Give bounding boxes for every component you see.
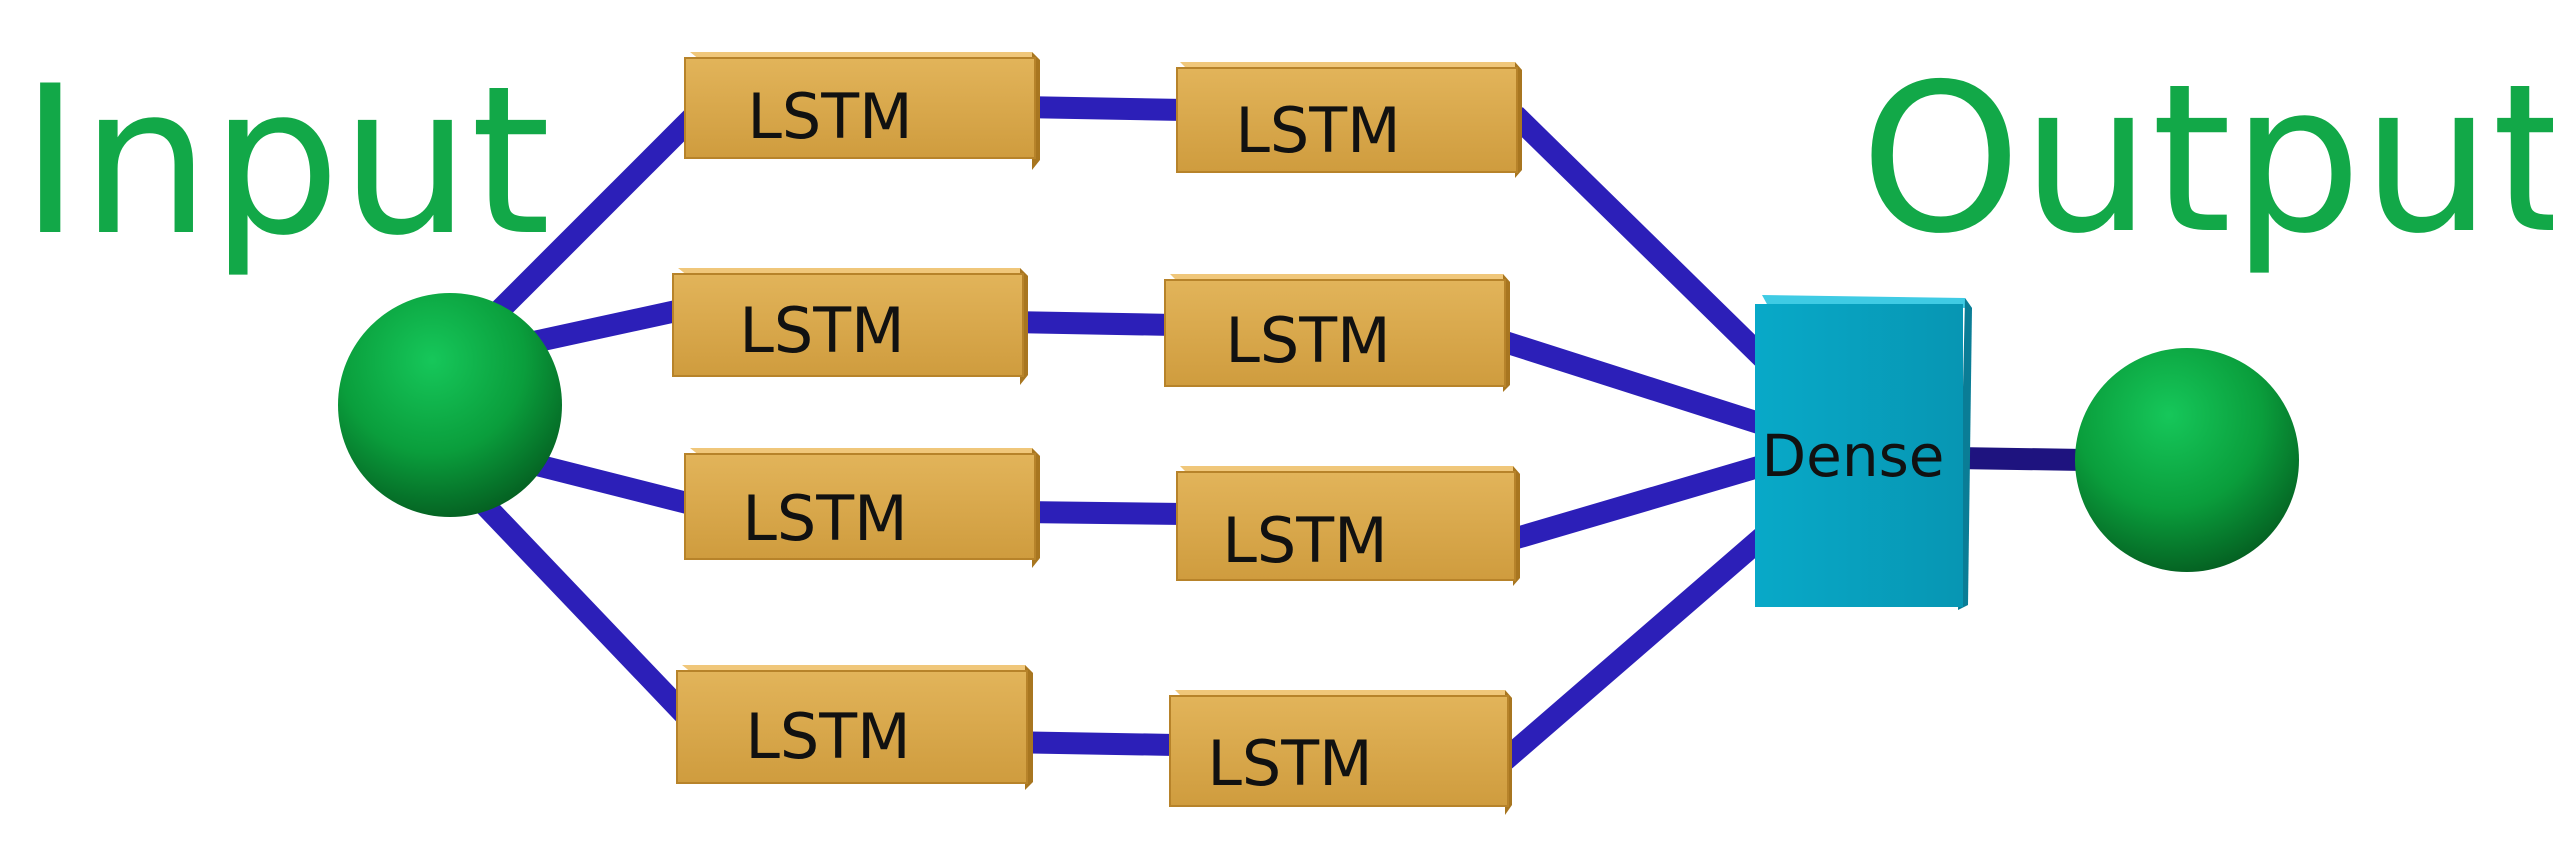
lstm-box-row2-col2: LSTM: [1164, 274, 1510, 392]
connector-dense-output: [1954, 447, 2086, 471]
lstm-box-row2-col1: LSTM: [672, 268, 1028, 385]
connector-row1-mid: [1019, 96, 1186, 121]
lstm-boxes: LSTM LSTM LSTM LSTM: [672, 52, 1522, 815]
lstm-label: LSTM: [1235, 94, 1400, 167]
connectors: [472, 96, 2086, 769]
connector-row2-mid: [1009, 311, 1176, 336]
connector-row4-mid: [1004, 731, 1176, 756]
connector-input-row2: [517, 297, 693, 356]
connector-row4-dense: [1497, 526, 1773, 769]
connector-row3-mid: [1019, 501, 1186, 525]
connector-row1-dense: [1507, 107, 1773, 368]
dense-label: Dense: [1761, 422, 1944, 490]
lstm-label: LSTM: [739, 294, 904, 367]
connector-input-row1: [482, 102, 708, 328]
dense-block: Dense: [1755, 295, 1972, 610]
lstm-label: LSTM: [1222, 504, 1387, 577]
connector-input-row3: [522, 451, 698, 516]
lstm-box-row4-col1: LSTM: [676, 665, 1033, 790]
lstm-label: LSTM: [1207, 727, 1372, 800]
lstm-box-row1-col1: LSTM: [684, 52, 1040, 170]
input-label: Input: [20, 43, 551, 281]
output-node: [2075, 348, 2299, 572]
connector-row3-dense: [1506, 454, 1769, 551]
lstm-label: LSTM: [742, 482, 907, 555]
lstm-label: LSTM: [745, 700, 910, 773]
lstm-box-row3-col1: LSTM: [684, 448, 1040, 568]
output-label: Output: [1860, 41, 2553, 279]
lstm-box-row4-col2: LSTM: [1169, 690, 1512, 815]
lstm-label: LSTM: [1225, 304, 1390, 377]
lstm-label: LSTM: [747, 80, 912, 153]
lstm-box-row1-col2: LSTM: [1176, 62, 1522, 178]
input-node: [338, 293, 562, 517]
lstm-box-row3-col2: LSTM: [1176, 466, 1520, 586]
connector-row2-dense: [1501, 331, 1769, 436]
connector-input-row4: [472, 492, 698, 728]
